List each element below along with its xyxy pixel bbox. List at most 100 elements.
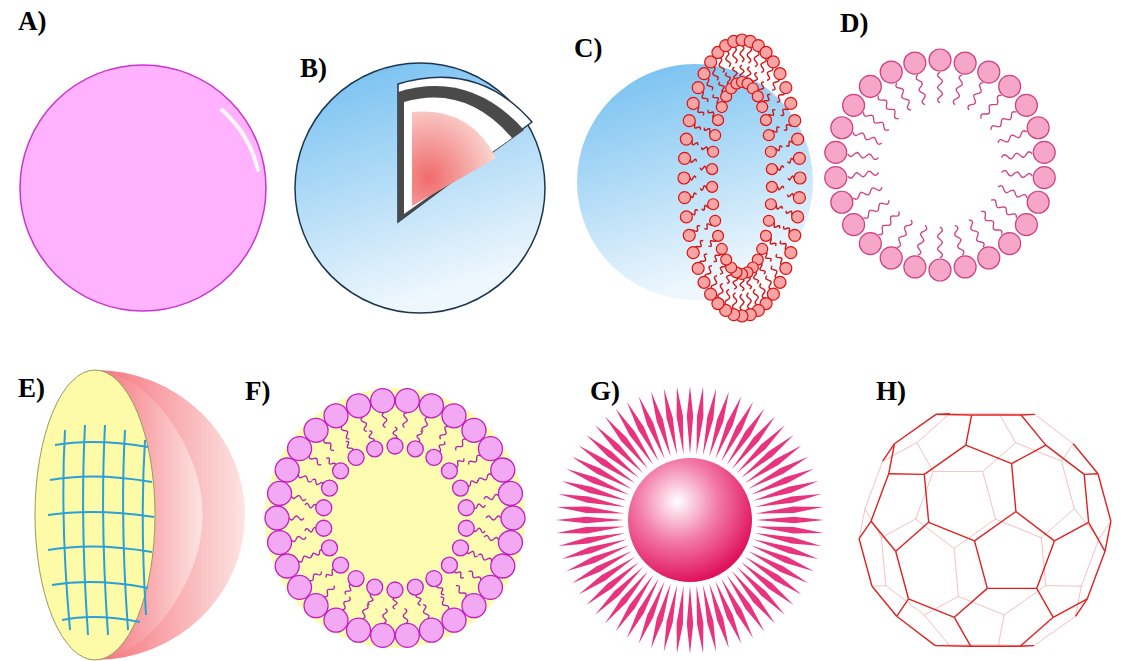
lipid-head — [793, 192, 805, 204]
spike — [703, 389, 716, 456]
lipid-head — [679, 192, 691, 204]
lipid-head — [324, 608, 348, 632]
lipid-head — [687, 247, 699, 259]
lipid-head — [452, 540, 468, 556]
lipid-tail — [473, 504, 485, 509]
lipid-tail — [361, 417, 367, 431]
lipid-head — [426, 571, 442, 587]
carbon-bond — [872, 585, 886, 587]
lipid-head — [462, 418, 486, 442]
lipid-head — [442, 404, 466, 428]
carbon-bond — [1037, 588, 1054, 617]
panel-label: B) — [300, 55, 327, 82]
lipid-tail — [382, 413, 386, 428]
surfactant-head — [1033, 141, 1055, 163]
carbon-bond — [958, 596, 1004, 615]
lipid-tail — [305, 528, 317, 533]
lipid-tail — [393, 427, 397, 439]
lipid-head — [716, 243, 727, 254]
lipid-head — [322, 540, 338, 556]
spike — [687, 586, 693, 654]
lipid-head — [757, 102, 768, 113]
carbon-bond — [1076, 586, 1082, 616]
lipid-head — [304, 594, 328, 618]
lipid-head — [765, 199, 776, 210]
carbon-bond — [1073, 444, 1098, 474]
lipid-tail — [441, 597, 449, 610]
lipid-head — [458, 520, 474, 536]
generated-structures — [265, 34, 1111, 654]
lipid-head — [757, 243, 768, 254]
carbon-bond — [1037, 541, 1055, 589]
surfactant-tail — [991, 112, 1017, 130]
surfactant-head — [929, 259, 951, 281]
carbon-bond — [936, 414, 972, 416]
lipid-head — [407, 579, 423, 595]
spike — [703, 585, 716, 652]
spike — [664, 585, 677, 652]
lipid-head — [692, 82, 704, 94]
carbon-bond — [929, 522, 975, 541]
lipid-tail — [298, 555, 312, 562]
lipid-tail — [484, 536, 499, 541]
lipid-head — [371, 623, 395, 647]
lipid-head — [441, 463, 457, 479]
surfactant-tail — [998, 186, 1027, 198]
lipid-tail — [298, 475, 312, 482]
lipid-tail — [305, 503, 317, 508]
surfactant-tail — [853, 187, 882, 199]
lipid-head — [387, 582, 403, 598]
solid-sphere — [20, 65, 266, 311]
lipid-tail — [473, 528, 485, 533]
carbon-bond — [983, 472, 996, 519]
panel-label: G) — [590, 378, 620, 405]
spike — [697, 387, 704, 455]
carbon-bond — [975, 512, 1016, 541]
surfactant-tail — [848, 153, 879, 160]
lipid-head — [491, 554, 515, 578]
surfactant-head — [843, 94, 865, 116]
carbon-bond — [1034, 616, 1076, 645]
lipid-head — [713, 115, 724, 126]
surfactant-tail — [1002, 152, 1033, 159]
lipid-head — [478, 437, 502, 461]
carbon-bond — [1053, 599, 1087, 618]
lipid-tail — [455, 570, 464, 578]
surfactant-head — [1027, 117, 1049, 139]
carbon-bond — [972, 414, 1022, 415]
carbon-bond — [1062, 461, 1075, 509]
surfactant-head — [929, 49, 951, 71]
lipid-tail — [469, 455, 481, 464]
lipid-head — [347, 394, 371, 418]
carbon-bond — [975, 541, 988, 589]
lipid-head — [713, 230, 724, 241]
spike — [557, 527, 625, 534]
carbon-bond — [1054, 522, 1088, 541]
surfactant-tail — [853, 132, 882, 144]
core-shell-sphere — [295, 63, 545, 313]
carbon-bond — [1041, 538, 1045, 586]
spike — [557, 507, 625, 514]
carbon-bond — [998, 645, 1034, 647]
carbon-bond — [1084, 473, 1098, 475]
surfactant-head — [978, 247, 1000, 269]
lipid-tail — [312, 479, 323, 485]
carbon-bond — [1004, 586, 1045, 615]
lipid-head — [793, 152, 805, 164]
lipid-tail — [422, 417, 428, 431]
lipid-head — [708, 199, 719, 210]
surfactant-tail — [878, 211, 899, 234]
carbon-bond — [935, 645, 949, 647]
lipid-head — [760, 115, 771, 126]
carbon-bond — [954, 549, 958, 597]
lipid-head — [763, 215, 774, 226]
carbon-bond — [950, 413, 999, 414]
lipid-head — [268, 531, 292, 555]
lipid-tail — [484, 495, 499, 500]
lipid-head — [767, 56, 779, 68]
lipid-tail — [291, 496, 306, 501]
surfactant-tail — [916, 75, 925, 105]
carbon-bond — [998, 615, 1004, 645]
aqueous-ground — [265, 388, 525, 648]
